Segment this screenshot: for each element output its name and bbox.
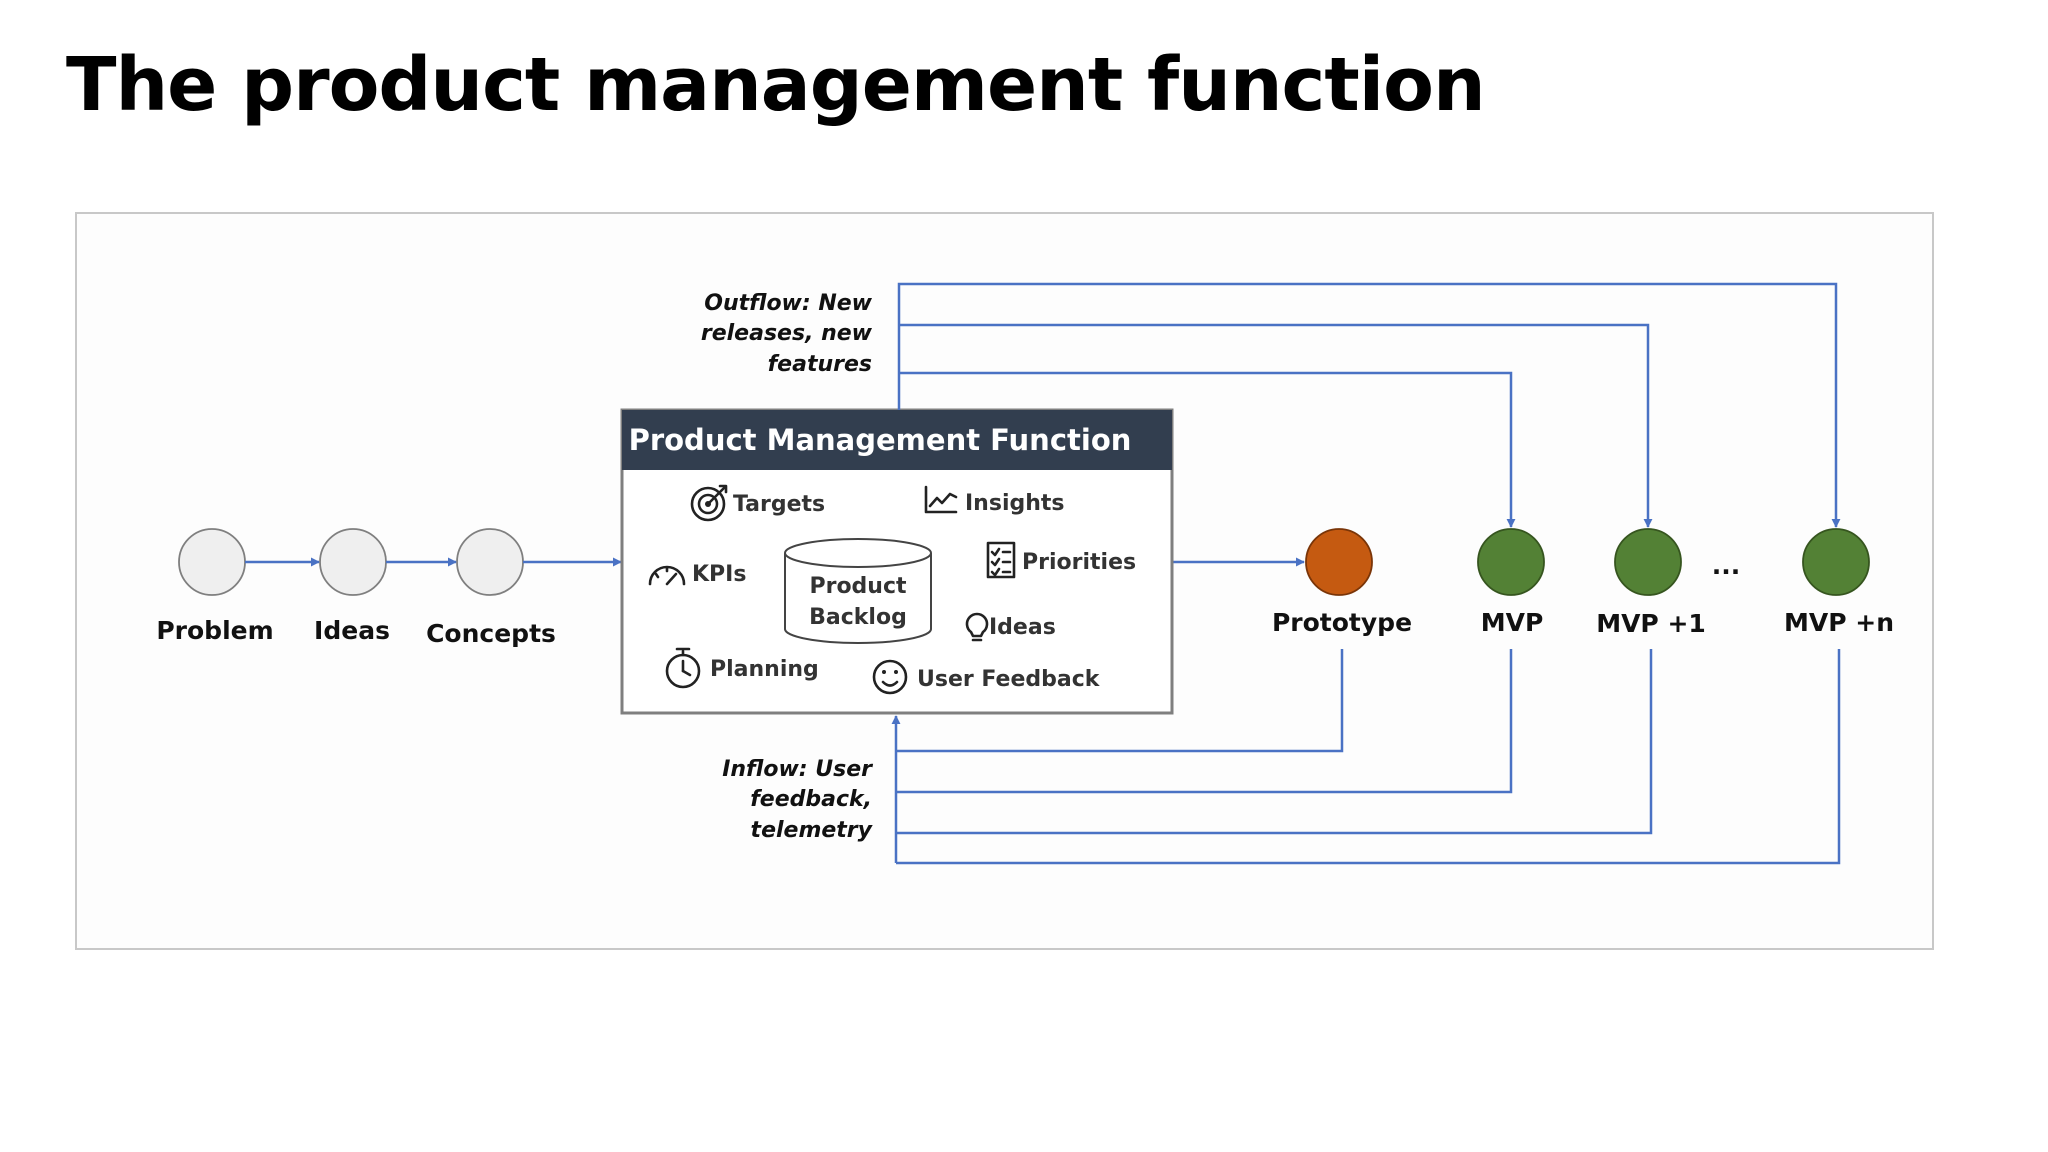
outflow-line-mvp <box>899 371 1516 528</box>
mvp-label: MVP <box>1481 608 1544 637</box>
ellipsis-label: ... <box>1712 551 1741 580</box>
line-chart-icon <box>924 485 958 514</box>
inner-ideas-label: Ideas <box>989 615 1056 640</box>
concepts-label: Concepts <box>426 619 556 648</box>
outflow-note-line1: Outflow: New <box>704 291 872 316</box>
insights-label: Insights <box>965 491 1065 516</box>
ideas-label: Ideas <box>314 616 390 645</box>
priorities-label: Priorities <box>1022 550 1136 575</box>
outflow-line-mvpn <box>897 282 1841 528</box>
inflow-note-line3: telemetry <box>751 818 874 843</box>
planning-label: Planning <box>710 657 819 682</box>
database-icon <box>784 538 932 644</box>
inflow-line-mvp1 <box>896 649 1653 835</box>
inflow-note-line2: feedback, <box>750 787 872 812</box>
outflow-note-line3: features <box>768 352 872 377</box>
inflow-line-prototype <box>896 649 1344 753</box>
inflow-note-line1: Inflow: User <box>722 757 873 782</box>
mvpn-label: MVP +n <box>1784 608 1894 637</box>
inflow-line-mvpn <box>896 649 1841 865</box>
problem-circle <box>178 528 246 596</box>
backlog-line2: Backlog <box>809 605 907 630</box>
target-icon <box>690 484 728 522</box>
outflow-note-line2: releases, new <box>701 321 873 346</box>
checklist-icon <box>986 541 1016 579</box>
backlog-line1: Product <box>809 574 907 599</box>
stopwatch-icon <box>665 647 701 689</box>
concepts-circle <box>456 528 524 596</box>
slide-title: The product management function <box>66 42 1486 128</box>
ideas-circle <box>319 528 387 596</box>
gauge-icon <box>648 565 686 586</box>
kpis-label: KPIs <box>692 562 746 587</box>
pm-header-label: Product Management Function <box>629 423 1132 457</box>
targets-label: Targets <box>733 492 825 517</box>
user-feedback-label: User Feedback <box>917 667 1101 692</box>
lightbulb-icon <box>965 612 989 642</box>
mvp1-circle <box>1614 528 1682 596</box>
inflow-line-mvp <box>896 649 1513 794</box>
problem-label: Problem <box>156 616 273 645</box>
prototype-label: Prototype <box>1272 608 1412 637</box>
prototype-circle <box>1305 528 1373 596</box>
mvp1-label: MVP +1 <box>1596 609 1706 638</box>
outflow-line-mvp1 <box>899 323 1653 528</box>
mvp-circle <box>1477 528 1545 596</box>
mvpn-circle <box>1802 528 1870 596</box>
smiley-icon <box>872 659 908 695</box>
pm-header <box>622 410 1172 470</box>
